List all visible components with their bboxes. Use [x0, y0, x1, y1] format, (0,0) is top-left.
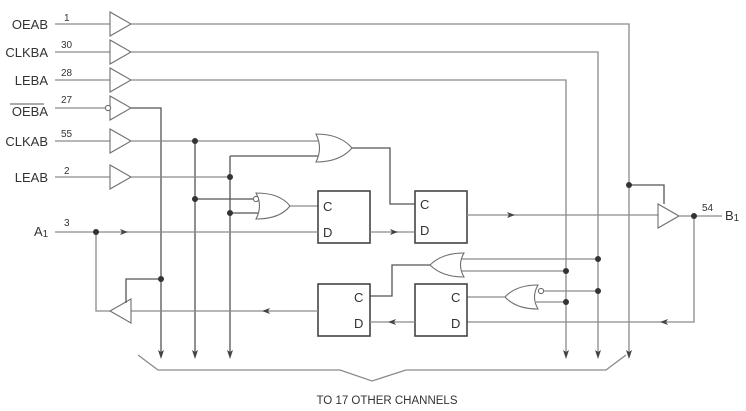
- ff4-data-label: D: [451, 316, 460, 331]
- or-gate-ab-clock: [255, 192, 291, 220]
- buffer-oeab: [109, 11, 133, 37]
- buffer-leab: [109, 164, 133, 190]
- or-gate-ba-clock: [504, 284, 539, 310]
- junction-dots: [93, 138, 697, 305]
- signal-label-clkab: CLKAB: [5, 134, 48, 149]
- wire-oeba-enable: [125, 278, 161, 303]
- flipflop-b2: [414, 283, 468, 337]
- flipflop-a2: [414, 190, 468, 244]
- input-wires: [55, 23, 110, 233]
- inverter-bubble-ba: [537, 287, 545, 295]
- buffer-clkba: [109, 39, 133, 65]
- signal-label-oeab: OEAB: [12, 17, 48, 32]
- control-wires: [131, 23, 630, 356]
- ff2-clock-label: C: [420, 197, 429, 212]
- wire-or-to-ff2-clock: [352, 147, 415, 205]
- signal-label-leab: LEAB: [15, 170, 48, 185]
- wire-oeab-enable: [629, 184, 665, 204]
- pin-number-clkba: 30: [61, 40, 73, 51]
- b-to-a-data-path: [95, 232, 415, 325]
- signal-label-leba: LEBA: [15, 73, 49, 88]
- inverter-bubble-gate: [252, 195, 260, 203]
- signal-label-oeba: OEBA: [12, 104, 48, 119]
- output-buffer-a: [108, 298, 132, 324]
- wire-or-to-ff3-clock: [370, 264, 430, 297]
- pin-number-oeba: 27: [61, 95, 73, 106]
- pin-number-b: 54: [702, 203, 714, 214]
- pin-number-a: 3: [64, 218, 70, 229]
- port-b-label: B1: [725, 208, 740, 224]
- a-to-b-data-path: [96, 212, 658, 235]
- output-buffer-b: [657, 203, 681, 229]
- channels-brace: [137, 354, 627, 382]
- footer-caption: TO 17 OTHER CHANNELS: [316, 395, 457, 407]
- ff3-clock-label: C: [354, 290, 363, 305]
- channel-arrows: [158, 350, 632, 359]
- ff2-data-label: D: [420, 223, 429, 238]
- buffer-oeba: [109, 95, 133, 121]
- pin-number-clkab: 55: [61, 129, 73, 140]
- flipflop-a1: [317, 190, 371, 244]
- buffer-leba: [109, 67, 133, 93]
- or-gate-ab-latch: [315, 133, 353, 163]
- ff4-clock-label: C: [451, 290, 460, 305]
- port-a-label: A1: [34, 224, 49, 240]
- pin-number-leba: 28: [61, 68, 73, 79]
- ff1-clock-label: C: [323, 199, 332, 214]
- pin-number-leab: 2: [64, 166, 70, 177]
- flipflop-b1: [317, 283, 371, 337]
- ff1-data-label: D: [323, 225, 332, 240]
- buffer-clkab: [109, 128, 133, 154]
- inverter-bubble-oeba: [104, 104, 112, 112]
- or-gate-ba-latch: [429, 252, 465, 278]
- wire-b-feedback: [467, 216, 695, 323]
- ff3-data-label: D: [354, 316, 363, 331]
- pin-number-oeab: 1: [64, 13, 70, 24]
- signal-label-clkba: CLKBA: [5, 45, 48, 60]
